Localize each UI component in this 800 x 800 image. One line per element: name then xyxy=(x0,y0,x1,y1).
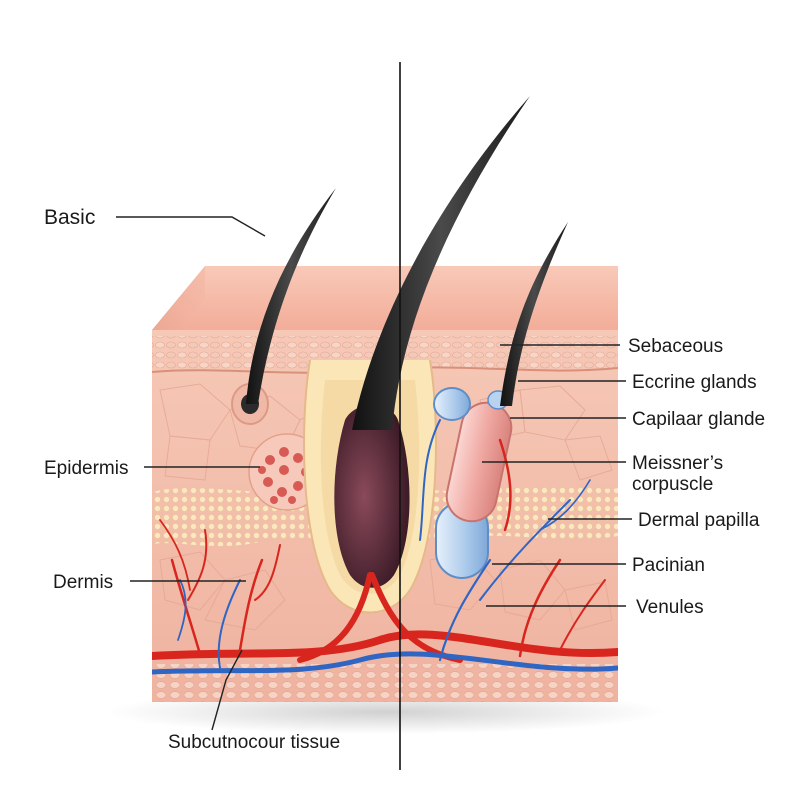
label-epidermis: Epidermis xyxy=(44,458,128,479)
skin-front-face xyxy=(152,330,618,702)
small-hair-shaft xyxy=(246,188,336,404)
skin-top-surface xyxy=(152,266,618,330)
label-dermis: Dermis xyxy=(53,572,113,593)
label-meissners-line2: corpuscle xyxy=(632,474,713,495)
right-hair-shaft xyxy=(500,222,568,406)
label-sebaceous: Sebaceous xyxy=(628,336,723,357)
label-dermal-papilla: Dermal papilla xyxy=(638,510,760,531)
label-pacinian: Pacinian xyxy=(632,555,705,576)
hair-follicle xyxy=(303,359,437,614)
large-hair-shaft xyxy=(352,96,530,430)
label-subcutaneous: Subcutnocour tissue xyxy=(168,732,340,753)
label-capilaar-glande: Capilaar glande xyxy=(632,409,765,430)
hair-bulb xyxy=(334,405,410,588)
label-eccrine-glands: Eccrine glands xyxy=(632,372,757,393)
label-basic: Basic xyxy=(44,206,95,229)
leader-lines xyxy=(116,216,632,731)
label-venules: Venules xyxy=(636,597,704,618)
label-meissners-line1: Meissner’s xyxy=(632,453,723,474)
